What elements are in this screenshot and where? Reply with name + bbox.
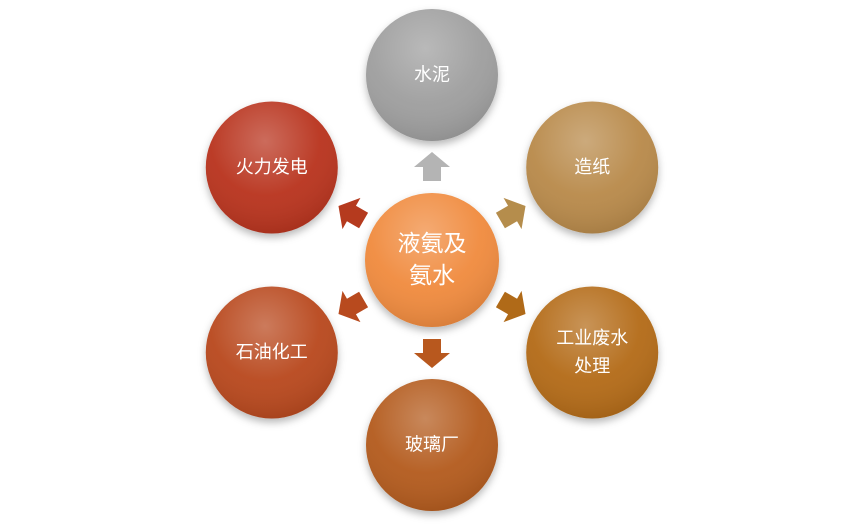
papermaking-highlight: [526, 101, 659, 234]
cement-node: 水泥: [366, 9, 498, 141]
cement-arrow-icon: [414, 152, 450, 181]
glass-factory-highlight: [366, 379, 498, 511]
papermaking-node: 造纸: [526, 101, 659, 234]
wastewater-treatment-label-line-1: 工业废水: [556, 328, 628, 349]
petrochemical-arrow-icon: [338, 290, 369, 323]
papermaking-arrow-icon: [495, 197, 526, 230]
petrochemical-node: 石油化工: [205, 286, 338, 419]
thermal-power-node: 火力发电: [205, 101, 338, 234]
wastewater-treatment-arrow-icon: [495, 290, 526, 323]
glass-factory-label-line-1: 玻璃厂: [405, 435, 459, 456]
cement-highlight: [366, 9, 498, 141]
thermal-power-highlight: [205, 101, 338, 234]
petrochemical-label-line-1: 石油化工: [236, 342, 308, 363]
center-label-line-1: 液氨及: [398, 231, 467, 257]
wastewater-treatment-highlight: [526, 286, 659, 419]
wastewater-treatment-label-line-2: 处理: [574, 356, 610, 377]
arrow-layer: [338, 152, 526, 368]
center-label-line-2: 氨水: [409, 263, 455, 289]
thermal-power-label-line-1: 火力发电: [236, 157, 308, 178]
glass-factory-node: 玻璃厂: [366, 379, 498, 511]
papermaking-label-line-1: 造纸: [574, 157, 610, 178]
thermal-power-arrow-icon: [338, 197, 369, 230]
petrochemical-highlight: [205, 286, 338, 419]
center-highlight: [365, 193, 499, 327]
cement-label-line-1: 水泥: [414, 65, 450, 86]
glass-factory-arrow-icon: [414, 339, 450, 368]
